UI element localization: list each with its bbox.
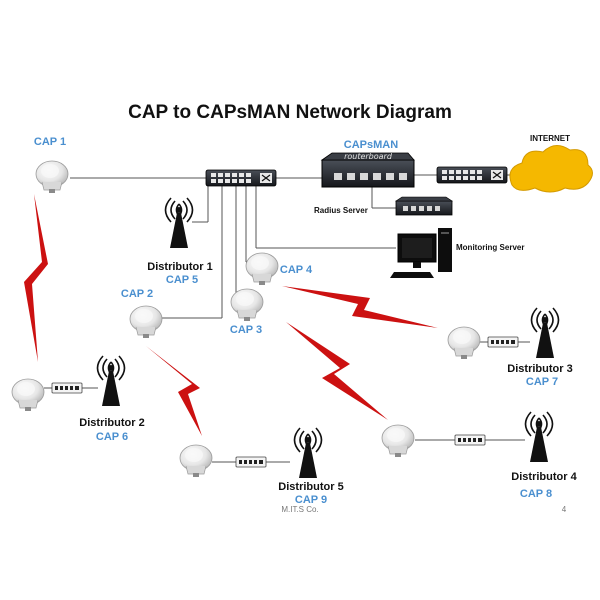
internet-label: INTERNET xyxy=(530,134,570,143)
distributor1-tower-icon xyxy=(164,197,194,249)
core-switch xyxy=(205,169,277,187)
distributor3-tower-icon xyxy=(530,307,560,359)
cap9-label: CAP 9 xyxy=(295,494,327,506)
cap5-label: CAP 5 xyxy=(166,274,198,286)
wireless-link-cap1-cap6 xyxy=(24,194,48,362)
wireless-link-cap3-cap7 xyxy=(282,286,438,328)
distributor2-tower-icon xyxy=(96,355,126,407)
cap4-access-point-icon xyxy=(245,252,279,286)
cap9-access-point-icon xyxy=(179,444,213,478)
monitoring-server-label: Monitoring Server xyxy=(456,243,524,252)
wireless-links xyxy=(24,194,438,436)
wireless-link-cap3-cap8 xyxy=(286,322,388,420)
cap3-label: CAP 3 xyxy=(230,324,262,336)
cap2-access-point-icon xyxy=(129,305,163,339)
cap7-label: CAP 7 xyxy=(526,376,558,388)
monitoring-server-icon xyxy=(390,228,452,278)
cap8-label: CAP 8 xyxy=(520,488,552,500)
distributor4-tower-icon xyxy=(524,411,554,463)
internet-cloud xyxy=(509,145,593,193)
footer-company: M.IT.S Co. xyxy=(281,505,318,514)
cap8-access-point-icon xyxy=(381,424,415,458)
capsman-label: CAPsMAN xyxy=(344,139,398,151)
distributor5-switch xyxy=(235,456,267,468)
capsman-router: routerboard xyxy=(320,152,415,188)
cap7-access-point-icon xyxy=(447,326,481,360)
cap3-access-point-icon xyxy=(230,288,264,322)
distributor3-switch xyxy=(487,336,519,348)
wireless-link-cap2-cap9 xyxy=(146,346,202,436)
cap4-label: CAP 4 xyxy=(280,264,313,276)
distributor1-label: Distributor 1 xyxy=(147,261,212,273)
distributor5-tower-icon xyxy=(293,427,323,479)
distributor4-label: Distributor 4 xyxy=(511,471,577,483)
router-brand: routerboard xyxy=(344,152,393,161)
distributor2-label: Distributor 2 xyxy=(79,417,144,429)
distributor3-label: Distributor 3 xyxy=(507,363,572,375)
cap1-access-point-icon xyxy=(35,160,69,194)
footer-page-number: 4 xyxy=(562,505,567,514)
radius-server-label: Radius Server xyxy=(314,206,368,215)
internet-switch xyxy=(436,166,508,184)
cap1-label: CAP 1 xyxy=(34,136,66,148)
radius-server xyxy=(395,196,453,216)
distributor4-switch xyxy=(454,434,486,446)
page-title: CAP to CAPsMAN Network Diagram xyxy=(128,102,452,123)
cap6-access-point-icon xyxy=(11,378,45,412)
distributor5-label: Distributor 5 xyxy=(278,481,343,493)
distributor2-switch xyxy=(51,382,83,394)
cap6-label: CAP 6 xyxy=(96,431,128,443)
cap2-label: CAP 2 xyxy=(121,288,153,300)
